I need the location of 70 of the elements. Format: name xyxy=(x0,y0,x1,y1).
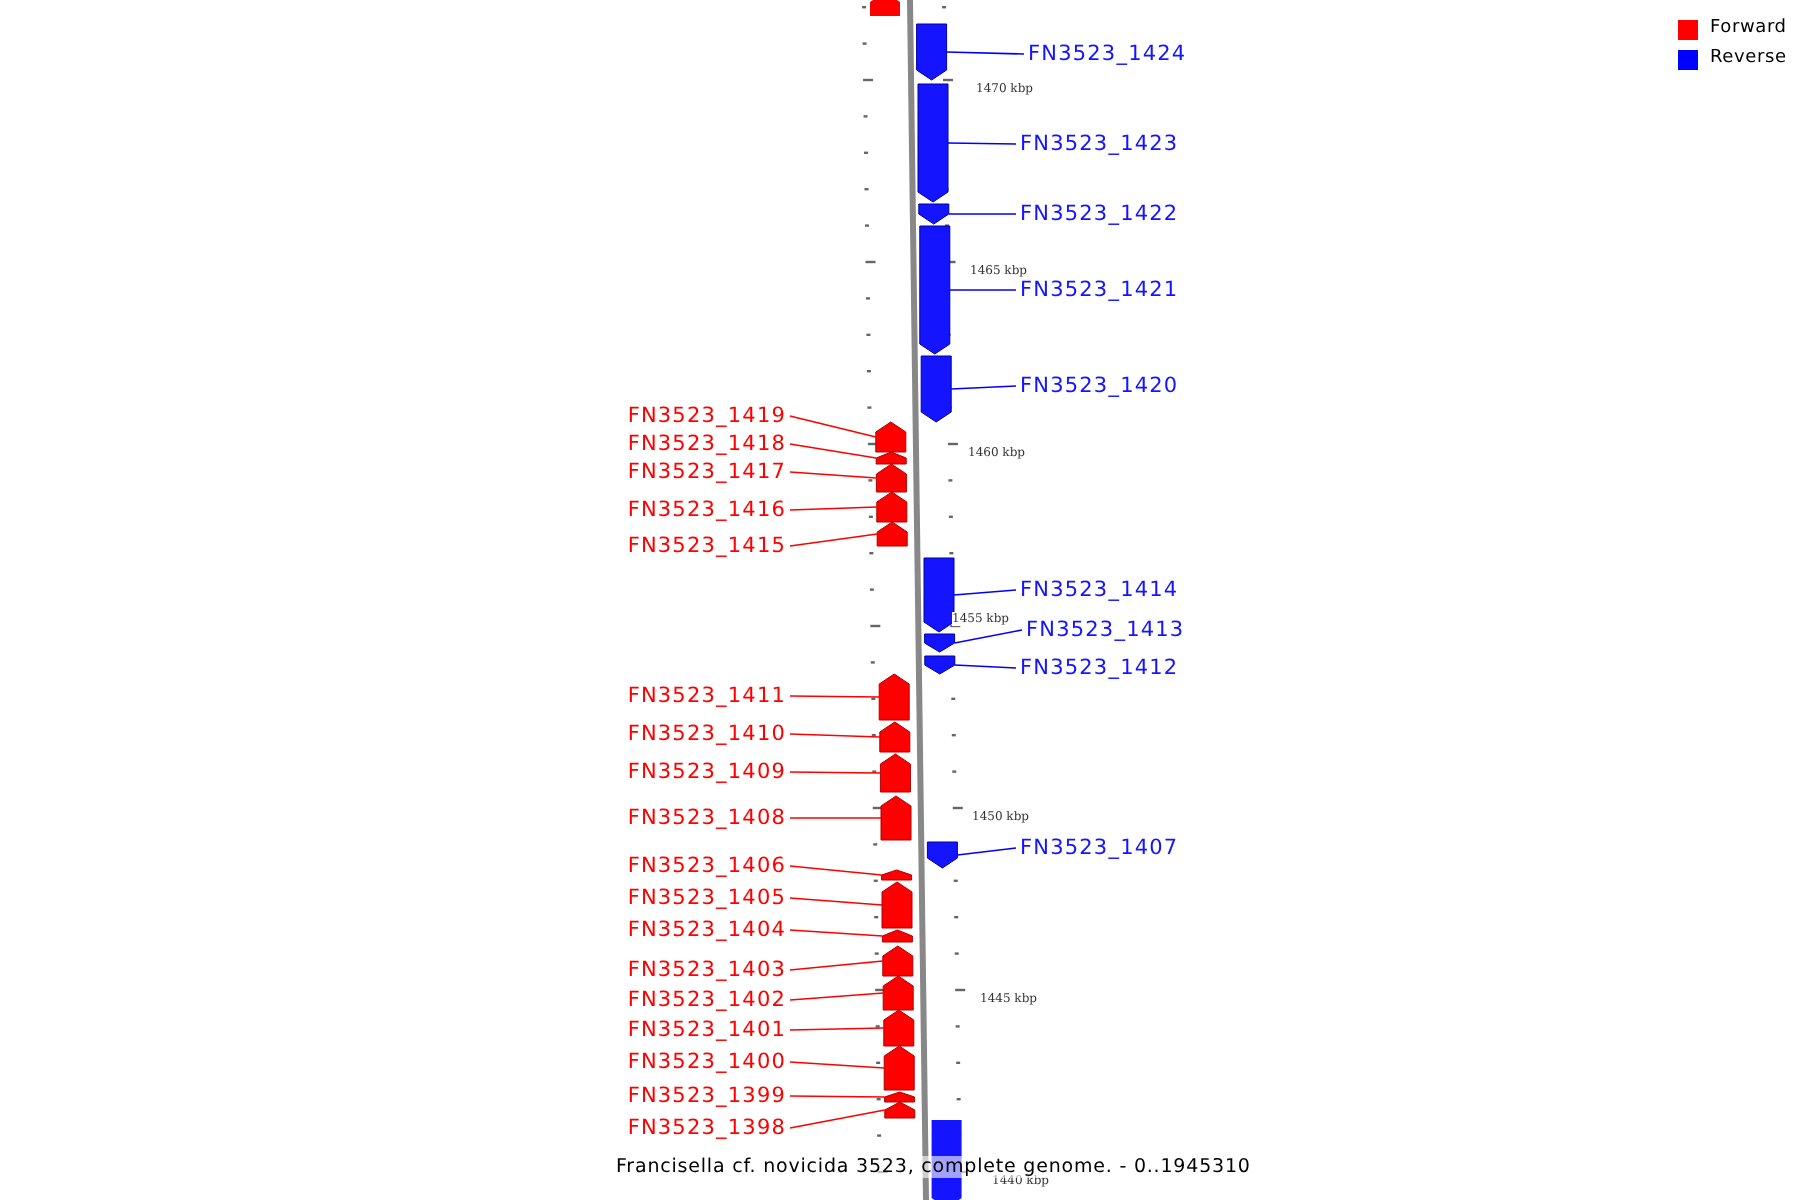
leader-line xyxy=(949,289,1017,291)
gene-label: FN3523_1418 xyxy=(627,432,786,456)
gene-label: FN3523_1424 xyxy=(1028,42,1187,66)
gene-feature xyxy=(883,1009,915,1047)
gene-label: FN3523_1417 xyxy=(627,460,786,484)
gene-label: FN3523_1406 xyxy=(627,854,786,878)
gene-label: FN3523_1415 xyxy=(627,534,786,558)
leader-line xyxy=(789,992,885,1001)
gene-feature xyxy=(924,655,956,675)
legend-label: Forward xyxy=(1710,18,1787,38)
leader-line xyxy=(789,865,883,876)
gene-label: FN3523_1422 xyxy=(1020,202,1179,226)
gene-label: FN3523_1401 xyxy=(627,1018,786,1042)
gene-feature xyxy=(876,521,908,547)
gene-label: FN3523_1411 xyxy=(627,684,786,708)
gene-feature xyxy=(916,23,948,81)
gene-label: FN3523_1419 xyxy=(627,404,786,428)
gene-label: FN3523_1402 xyxy=(627,988,786,1012)
leader-line xyxy=(953,629,1023,644)
leader-line xyxy=(789,733,881,738)
gene-label: FN3523_1423 xyxy=(1020,132,1179,156)
leader-line xyxy=(789,929,884,937)
leader-line xyxy=(954,664,1017,669)
leader-line xyxy=(789,443,877,459)
gene-label: FN3523_1420 xyxy=(1020,374,1179,398)
leader-line xyxy=(947,142,1017,145)
leader-line xyxy=(789,415,877,438)
leader-line xyxy=(945,51,1025,55)
leader-line xyxy=(789,471,878,479)
leader-line xyxy=(789,1027,885,1031)
leader-line xyxy=(789,1109,886,1129)
leader-line xyxy=(789,817,882,819)
gene-feature xyxy=(884,1101,916,1119)
gene-label: FN3523_1409 xyxy=(627,760,786,784)
gene-label: FN3523_1416 xyxy=(627,498,786,522)
legend-label: Reverse xyxy=(1710,48,1787,68)
gene-label: FN3523_1399 xyxy=(627,1084,786,1108)
leader-line xyxy=(950,385,1017,390)
gene-label: FN3523_1414 xyxy=(1020,578,1179,602)
gene-label: FN3523_1413 xyxy=(1026,618,1185,642)
gene-label: FN3523_1412 xyxy=(1020,656,1179,680)
gene-feature xyxy=(878,673,910,721)
caption: Francisella cf. novicida 3523, complete genome. - 0..1945310 xyxy=(616,1156,1251,1178)
gene-label: FN3523_1405 xyxy=(627,886,786,910)
gene-feature xyxy=(879,753,911,793)
leader-line xyxy=(789,506,878,511)
leader-line xyxy=(953,589,1017,596)
leader-line xyxy=(789,695,881,698)
leader-line xyxy=(948,213,1017,215)
leader-line xyxy=(789,960,884,971)
gene-label: FN3523_1403 xyxy=(627,958,786,982)
gene-feature xyxy=(876,491,908,523)
leader-line xyxy=(956,847,1017,856)
gene-label: FN3523_1410 xyxy=(627,722,786,746)
gene-label: FN3523_1408 xyxy=(627,806,786,830)
leader-line xyxy=(789,897,883,906)
gene-feature xyxy=(880,795,912,841)
gene-feature xyxy=(882,975,914,1011)
gene-feature xyxy=(879,721,911,753)
gene-label: FN3523_1400 xyxy=(627,1050,786,1074)
leader-line xyxy=(789,1095,886,1098)
gene-label: FN3523_1421 xyxy=(1020,278,1179,302)
leader-line xyxy=(789,1061,886,1069)
gene-feature xyxy=(926,841,958,869)
leader-line xyxy=(789,533,878,547)
gene-label: FN3523_1404 xyxy=(627,918,786,942)
gene-label: FN3523_1407 xyxy=(1020,836,1179,860)
gene-label: FN3523_1398 xyxy=(627,1116,786,1140)
gene-feature xyxy=(920,355,952,423)
leader-line xyxy=(789,771,882,774)
